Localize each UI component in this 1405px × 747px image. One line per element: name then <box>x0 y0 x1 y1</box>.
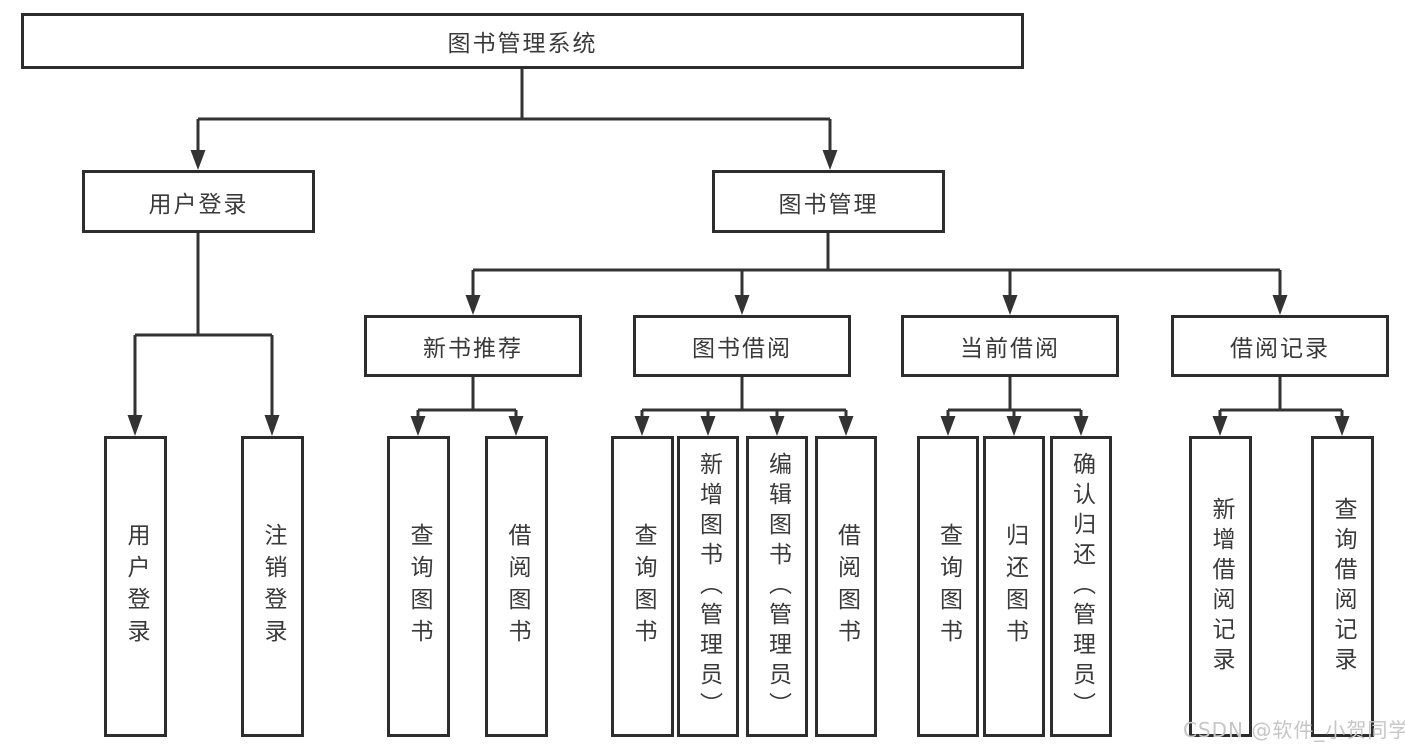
arrowhead <box>1073 416 1089 436</box>
leaf-borrow-query-books: 查询图书 <box>611 436 674 737</box>
arrowhead <box>410 416 426 436</box>
leaf-recommend-borrow-books: 借阅图书 <box>485 436 548 737</box>
connector-current-borrow-branch <box>946 377 1083 421</box>
leaf-current-query-books: 查询图书 <box>917 436 979 737</box>
arrowhead <box>1002 295 1018 315</box>
leaf-borrow-add-book-admin: 新增图书（管理员） <box>677 436 739 737</box>
arrowhead <box>264 415 280 436</box>
arrowheads <box>127 150 1350 436</box>
node-current-borrow: 当前借阅 <box>901 315 1119 377</box>
arrowhead <box>1272 295 1288 315</box>
arrowhead <box>465 295 481 315</box>
connector-book-management-branch <box>471 233 1282 299</box>
connector-user-login-branch <box>133 233 274 420</box>
node-book-borrow: 图书借阅 <box>633 315 851 377</box>
leaf-user-login: 用户登录 <box>104 436 167 737</box>
arrowhead <box>634 416 650 436</box>
arrowhead <box>734 295 750 315</box>
node-user-login: 用户登录 <box>82 170 315 233</box>
leaf-borrow-edit-book-admin: 编辑图书（管理员） <box>746 436 808 737</box>
leaf-records-add-record: 新增借阅记录 <box>1189 436 1252 737</box>
node-book-management: 图书管理 <box>712 170 945 233</box>
arrowhead <box>1212 416 1228 436</box>
leaf-current-return-books: 归还图书 <box>983 436 1045 737</box>
arrowhead <box>1006 416 1022 436</box>
node-borrow-records: 借阅记录 <box>1171 315 1389 377</box>
node-system-root: 图书管理系统 <box>21 13 1024 69</box>
connector-book-borrow-branch <box>640 377 848 421</box>
csdn-watermark: CSDN @软件_小贺同学 <box>1183 718 1405 742</box>
connector-root-to-level2 <box>196 69 832 154</box>
arrowhead <box>700 416 716 436</box>
arrowhead <box>822 150 838 170</box>
arrowhead <box>508 416 524 436</box>
arrowhead <box>190 150 206 170</box>
leaf-logout: 注销登录 <box>241 436 304 737</box>
leaf-borrow-borrow-books: 借阅图书 <box>815 436 877 737</box>
leaf-recommend-query-books: 查询图书 <box>387 436 450 737</box>
arrowhead <box>1334 416 1350 436</box>
arrowhead <box>127 415 143 436</box>
connector-new-book-branch <box>416 377 518 421</box>
arrowhead <box>940 416 956 436</box>
leaf-records-query-record: 查询借阅记录 <box>1311 436 1374 737</box>
leaf-current-confirm-return-admin: 确认归还（管理员） <box>1050 436 1112 737</box>
connector-borrow-records-branch <box>1218 377 1344 421</box>
arrowhead <box>838 416 854 436</box>
arrowhead <box>769 416 785 436</box>
node-new-book-recommend: 新书推荐 <box>364 315 582 377</box>
